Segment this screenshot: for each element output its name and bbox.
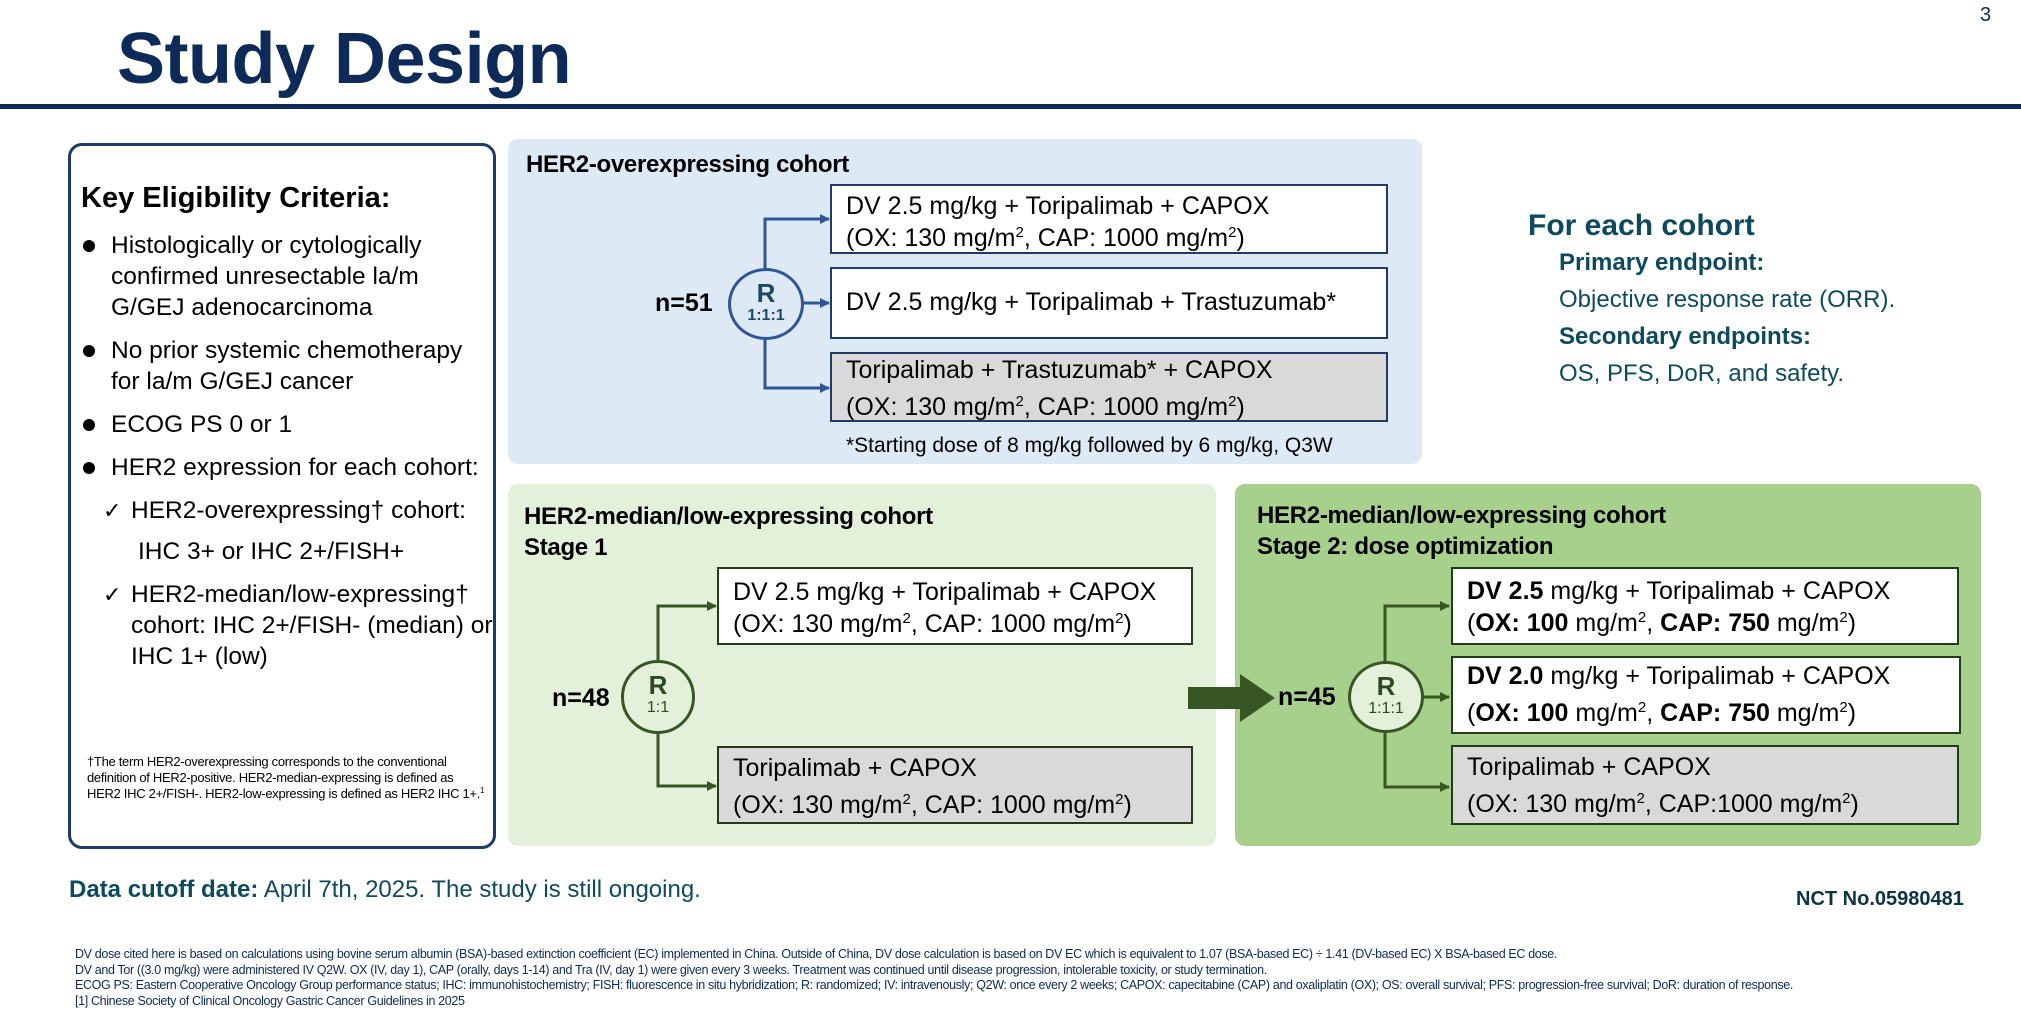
sample-size-label: n=45	[1278, 683, 1336, 711]
page-title: Study Design	[117, 19, 572, 99]
sub-criterion-item: ✓HER2-overexpressing† cohort:	[103, 497, 466, 524]
stage-label: Stage 2: dose optimization	[1257, 533, 1554, 560]
checkmark-icon: ✓	[103, 582, 122, 607]
eligibility-title: Key Eligibility Criteria:	[81, 182, 391, 214]
stage-label: Stage 1	[524, 534, 608, 561]
page-number: 3	[1980, 4, 1992, 26]
footnote-line: DV and Tor ((3.0 mg/kg) were administere…	[75, 962, 1267, 977]
treatment-arm: DV 2.5 mg/kg + Toripalimab + CAPOX (OX: …	[830, 184, 1388, 254]
criterion-item: ECOG PS 0 or 1	[81, 409, 493, 440]
bullet-icon	[83, 345, 95, 357]
sub-criterion-detail: IHC 3+ or IHC 2+/FISH+	[138, 538, 405, 565]
eligibility-criteria-box: Key Eligibility Criteria: Histologically…	[68, 143, 496, 849]
cohort-title: HER2-median/low-expressing cohort	[524, 503, 933, 530]
endpoints-heading: For each cohort	[1528, 209, 1755, 242]
footnote-line: [1] Chinese Society of Clinical Oncology…	[75, 993, 465, 1008]
checkmark-icon: ✓	[103, 498, 122, 523]
bullet-icon	[83, 419, 95, 431]
treatment-arm: DV 2.5 mg/kg + Toripalimab + CAPOX (OX: …	[1451, 567, 1959, 645]
footnote-line: ECOG PS: Eastern Cooperative Oncology Gr…	[75, 978, 1793, 992]
endpoints-section: For each cohort Primary endpoint: Object…	[1528, 208, 1895, 392]
cohort-title: HER2-overexpressing cohort	[526, 151, 849, 178]
nct-number: NCT No.05980481	[1796, 888, 1964, 910]
criterion-item: No prior systemic chemotherapy for la/m …	[81, 335, 493, 397]
sub-criterion-item: ✓HER2-median/low-expressing† cohort: IHC…	[103, 581, 493, 670]
randomization-node: R 1:1	[621, 660, 695, 734]
bullet-icon	[83, 462, 95, 474]
primary-endpoint-label: Primary endpoint:	[1559, 249, 1765, 276]
footnote-line: DV dose cited here is based on calculati…	[75, 947, 1558, 961]
eligibility-footnote: †The term HER2-overexpressing correspond…	[87, 754, 485, 801]
treatment-arm: DV 2.0 mg/kg + Toripalimab + CAPOX (OX: …	[1451, 656, 1961, 734]
title-divider	[0, 104, 2021, 109]
sample-size-label: n=48	[552, 684, 610, 712]
treatment-arm: DV 2.5 mg/kg + Toripalimab + Trastuzumab…	[830, 267, 1388, 339]
primary-endpoint-value: Objective response rate (ORR).	[1559, 286, 1896, 313]
data-cutoff: Data cutoff date: April 7th, 2025. The s…	[69, 876, 701, 903]
comparator-arm: Toripalimab + CAPOX (OX: 130 mg/m2, CAP:…	[717, 746, 1193, 824]
randomization-node: R 1:1:1	[728, 268, 804, 340]
criterion-item: HER2 expression for each cohort:	[81, 452, 493, 483]
secondary-endpoints-label: Secondary endpoints:	[1559, 323, 1812, 350]
secondary-endpoints-value: OS, PFS, DoR, and safety.	[1559, 360, 1844, 387]
randomization-node: R 1:1:1	[1348, 661, 1424, 733]
treatment-arm: DV 2.5 mg/kg + Toripalimab + CAPOX (OX: …	[717, 567, 1193, 645]
eligibility-list: Histologically or cytologically confirme…	[81, 230, 493, 684]
sample-size-label: n=51	[655, 289, 713, 317]
trastuzumab-dose-note: *Starting dose of 8 mg/kg followed by 6 …	[846, 434, 1333, 457]
criterion-item: Histologically or cytologically confirme…	[81, 230, 493, 323]
comparator-arm: Toripalimab + CAPOX (OX: 130 mg/m2, CAP:…	[1451, 745, 1959, 825]
bullet-icon	[83, 240, 95, 252]
cohort-title: HER2-median/low-expressing cohort	[1257, 502, 1666, 529]
footnotes: DV dose cited here is based on calculati…	[75, 947, 1793, 1009]
comparator-arm: Toripalimab + Trastuzumab* + CAPOX (OX: …	[830, 352, 1388, 422]
